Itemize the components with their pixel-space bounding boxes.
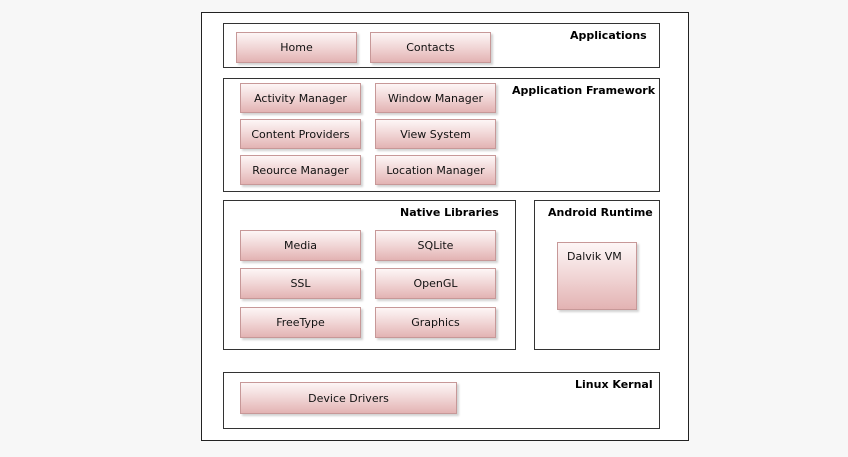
window-manager-label: Window Manager: [387, 91, 484, 105]
ssl-box: SSL: [240, 268, 361, 299]
linux-kernel-title: Linux Kernal: [575, 378, 653, 391]
content-providers-label: Content Providers: [251, 127, 350, 141]
graphics-label: Graphics: [411, 316, 460, 329]
dalvik-vm-box: Dalvik VM: [557, 242, 637, 310]
ssl-label: SSL: [290, 277, 311, 290]
media-label: Media: [283, 239, 318, 252]
framework-title: Application Framework: [512, 84, 656, 97]
view-system-box: View System: [375, 119, 496, 149]
android-runtime-title: Android Runtime: [548, 206, 653, 219]
device-drivers-label: Device Drivers: [308, 391, 389, 405]
contacts-label: Contacts: [406, 41, 455, 54]
freetype-box: FreeType: [240, 307, 361, 338]
opengl-box: OpenGL: [375, 268, 496, 299]
sqlite-box: SQLite: [375, 230, 496, 261]
resource-manager-label: Reource Manager: [252, 163, 349, 177]
window-manager-box: Window Manager: [375, 83, 496, 113]
location-manager-label: Location Manager: [386, 163, 485, 177]
activity-manager-label: Activity Manager: [254, 91, 347, 105]
freetype-label: FreeType: [276, 316, 325, 329]
device-drivers-box: Device Drivers: [240, 382, 457, 414]
media-box: Media: [240, 230, 361, 261]
graphics-box: Graphics: [375, 307, 496, 338]
content-providers-box: Content Providers: [240, 119, 361, 149]
activity-manager-box: Activity Manager: [240, 83, 361, 113]
contacts-box: Contacts: [370, 32, 491, 63]
opengl-label: OpenGL: [413, 277, 458, 290]
sqlite-label: SQLite: [417, 239, 454, 252]
resource-manager-box: Reource Manager: [240, 155, 361, 185]
location-manager-box: Location Manager: [375, 155, 496, 185]
dalvik-vm-label: Dalvik VM: [567, 250, 622, 263]
home-box: Home: [236, 32, 357, 63]
applications-title: Applications: [570, 29, 647, 42]
native-libraries-title: Native Libraries: [400, 206, 499, 219]
home-label: Home: [280, 41, 313, 54]
view-system-label: View System: [400, 127, 471, 141]
